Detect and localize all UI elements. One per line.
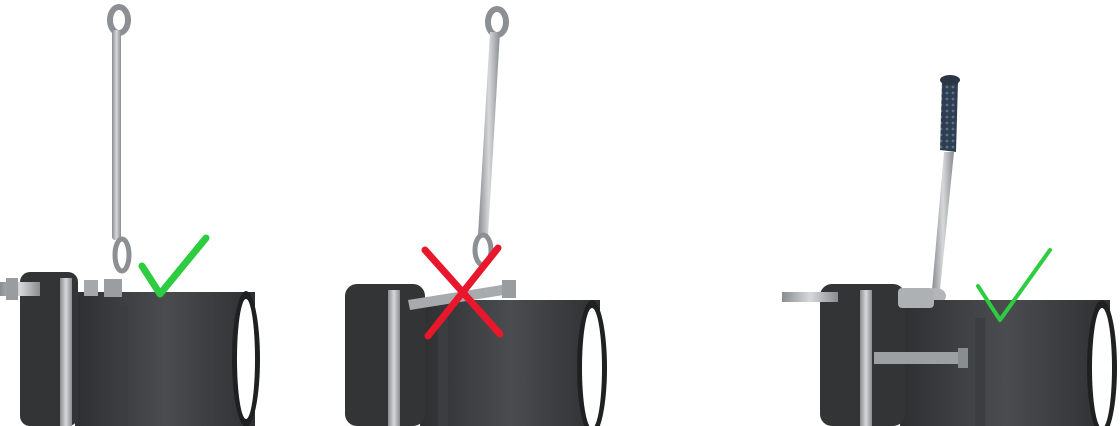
panel-incorrect-wrench: [330, 0, 630, 426]
pipe: [420, 300, 607, 426]
wrench: [475, 9, 506, 265]
pipe-clamp-illustration: [330, 0, 630, 426]
pipe: [75, 291, 260, 426]
panel-correct-wrench: [0, 0, 300, 426]
panel-correct-ratchet: [770, 0, 1120, 426]
ratchet-handle: [926, 75, 960, 304]
check-icon: [142, 238, 206, 294]
wrench: [110, 7, 129, 271]
pipe-clamp-illustration: [770, 0, 1120, 426]
pipe-clamp-illustration: [0, 0, 300, 426]
